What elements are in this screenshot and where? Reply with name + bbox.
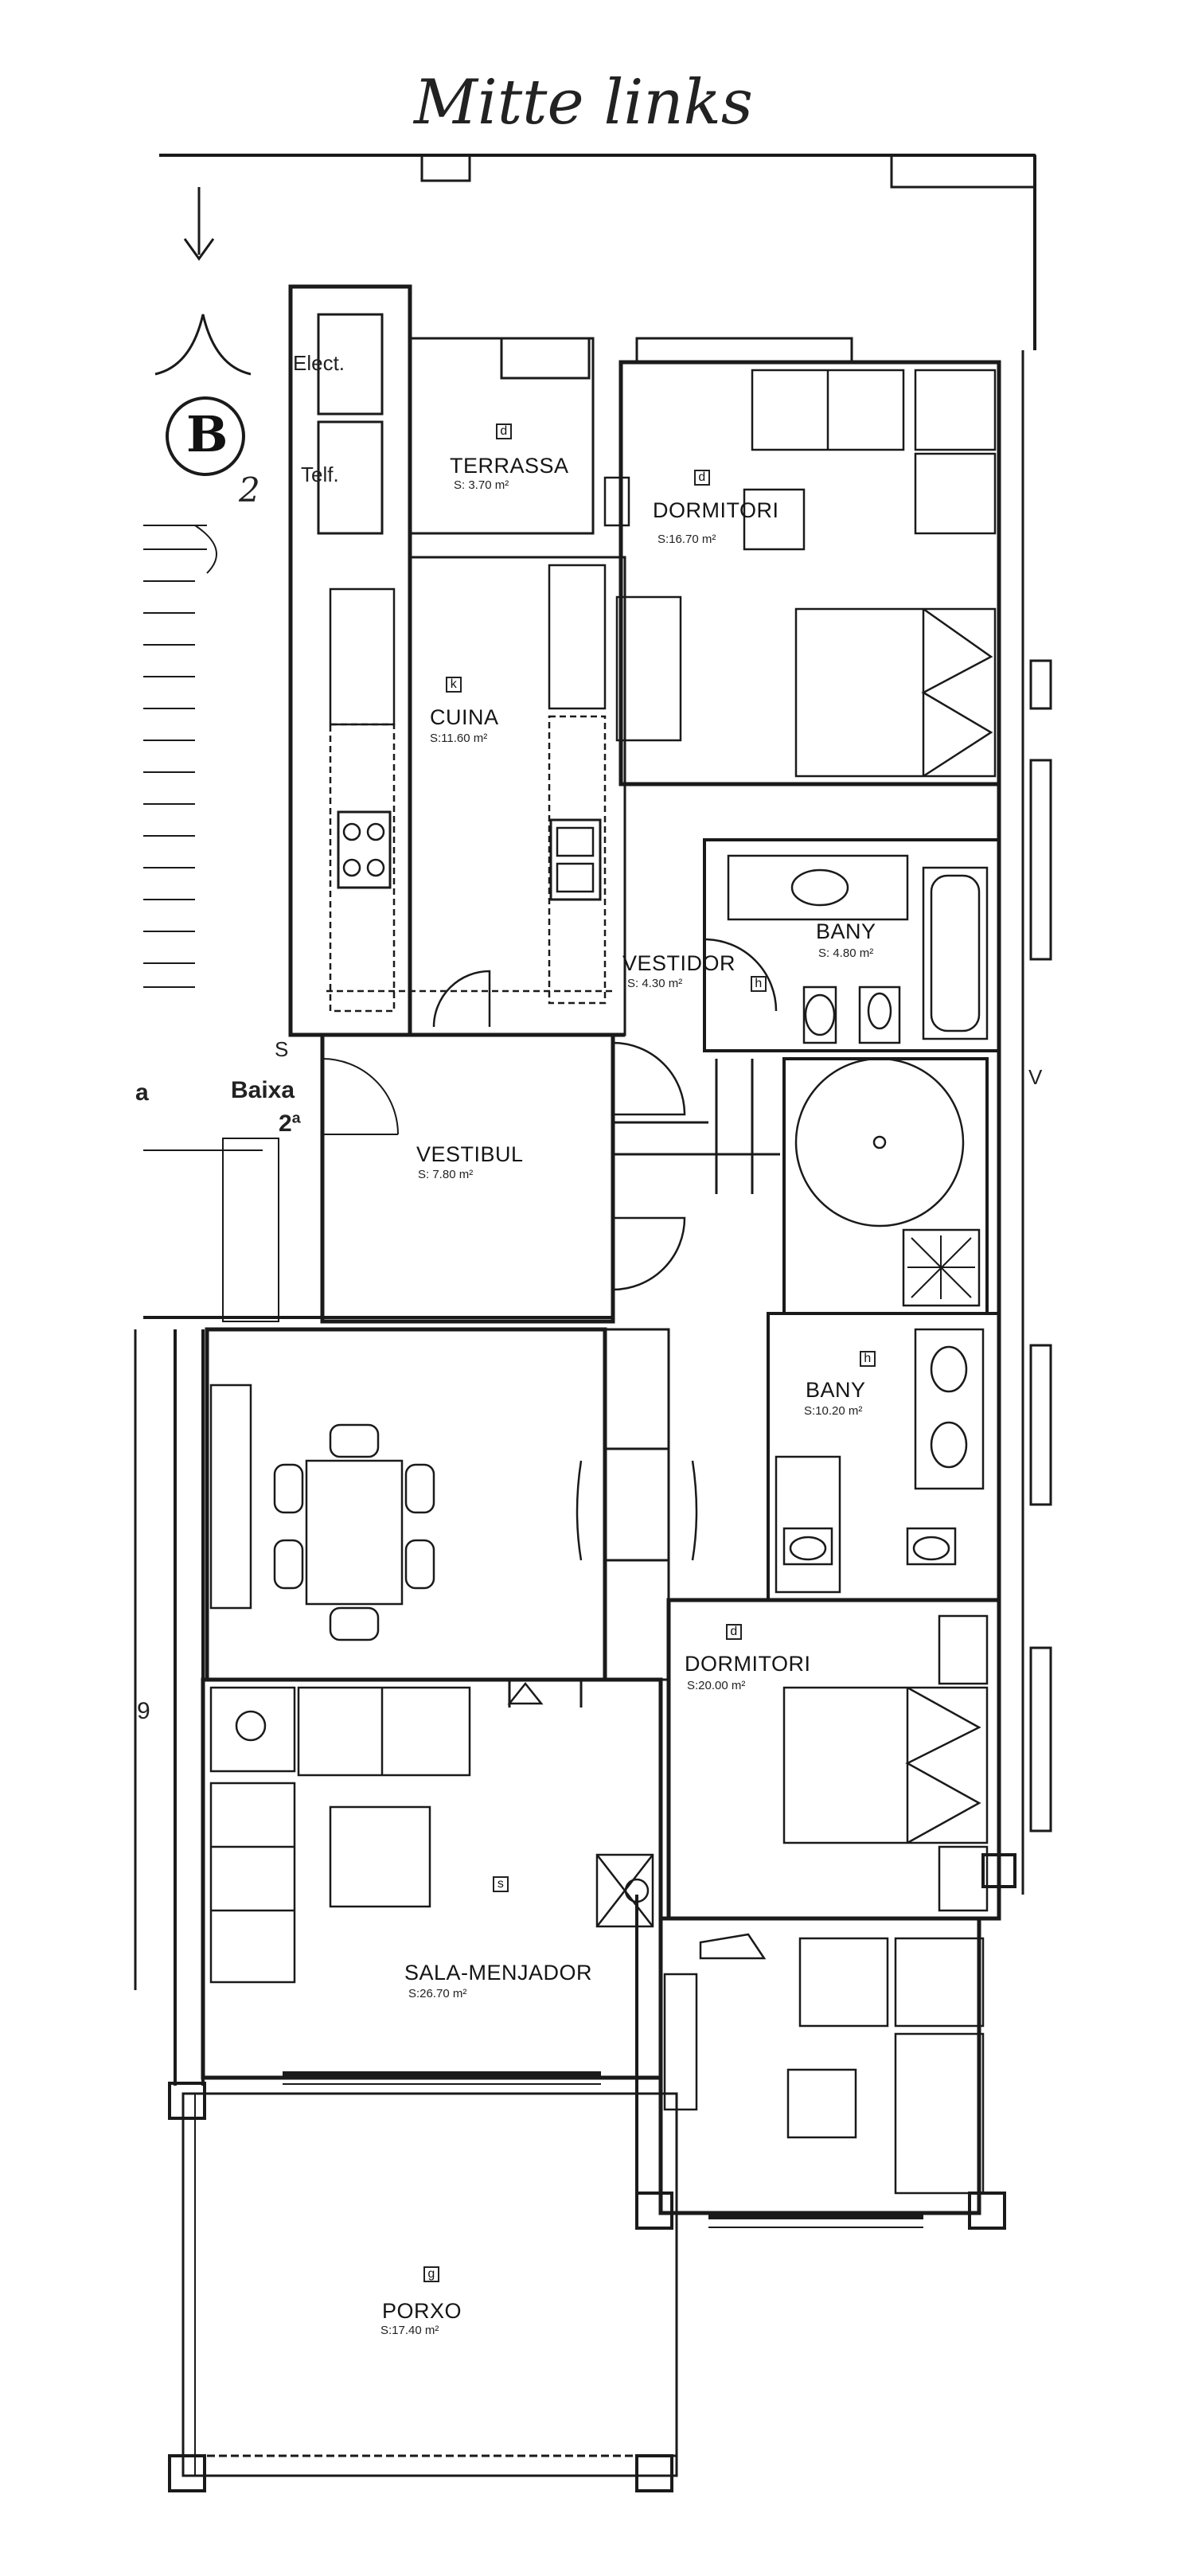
room-code-dormitori-1: d bbox=[694, 470, 710, 486]
study-furniture bbox=[663, 1937, 985, 2195]
room-name-bany-2: BANY bbox=[806, 1378, 866, 1402]
bedroom2-furniture bbox=[782, 1614, 989, 1912]
room-name-porxo: PORXO bbox=[382, 2299, 462, 2323]
elect-label: Elect. bbox=[293, 351, 345, 375]
living-furniture bbox=[209, 1681, 767, 1984]
bathroom1-fixtures bbox=[704, 854, 989, 1044]
stair-s-label: S bbox=[275, 1037, 289, 1061]
room-area-bany-1: S: 4.80 m² bbox=[818, 946, 874, 960]
block-marker-circle bbox=[166, 396, 245, 476]
room-area-dormitori-2: S:20.00 m² bbox=[687, 1679, 746, 1692]
stair-area bbox=[143, 187, 399, 1322]
kitchen-fixtures bbox=[326, 564, 613, 1028]
exterior-walls bbox=[134, 154, 1052, 2492]
room-name-dormitori-1: DORMITORI bbox=[653, 498, 779, 522]
room-code-vestidor: h bbox=[751, 976, 767, 992]
room-area-vestidor: S: 4.30 m² bbox=[627, 977, 683, 990]
room-area-bany-2: S:10.20 m² bbox=[804, 1404, 863, 1418]
dining-furniture bbox=[209, 1384, 698, 1641]
room-name-dormitori-2: DORMITORI bbox=[685, 1652, 811, 1676]
room-name-cuina: CUINA bbox=[430, 705, 499, 729]
room-area-sala-menjador: S:26.70 m² bbox=[408, 1987, 467, 2000]
room-area-terrassa: S: 3.70 m² bbox=[454, 478, 509, 492]
room-name-vestibul: VESTIBUL bbox=[416, 1142, 524, 1166]
edge-9-label: 9 bbox=[137, 1698, 150, 1724]
handwritten-title: Mitte links bbox=[414, 67, 753, 139]
edge-a-label: a bbox=[135, 1079, 149, 1106]
room-name-vestidor: VESTIDOR bbox=[622, 951, 736, 975]
level-label: 2ª bbox=[279, 1110, 301, 1137]
block-number: 2 bbox=[239, 470, 260, 509]
room-code-dormitori-2: d bbox=[726, 1624, 742, 1640]
room-area-cuina: S:11.60 m² bbox=[430, 732, 488, 745]
room-code-terrassa: d bbox=[496, 423, 512, 439]
room-name-sala-menjador: SALA-MENJADOR bbox=[404, 1961, 593, 1985]
baixa-label: Baixa bbox=[231, 1077, 295, 1103]
room-code-sala-menjador: s bbox=[493, 1876, 509, 1892]
shower-fixtures bbox=[612, 1041, 985, 1594]
block-marker: B bbox=[186, 405, 228, 463]
room-name-bany-1: BANY bbox=[816, 919, 876, 943]
edge-v-label: V bbox=[1028, 1065, 1043, 1089]
bedroom1-furniture bbox=[603, 369, 997, 778]
telf-label: Telf. bbox=[301, 463, 339, 486]
room-area-dormitori-1: S:16.70 m² bbox=[657, 533, 716, 546]
room-code-porxo: g bbox=[423, 2266, 439, 2282]
room-name-terrassa: TERRASSA bbox=[450, 454, 569, 478]
room-area-vestibul: S: 7.80 m² bbox=[418, 1168, 474, 1181]
room-code-cuina: k bbox=[446, 677, 462, 693]
room-area-porxo: S:17.40 m² bbox=[380, 2324, 439, 2337]
room-code-bany-2: h bbox=[860, 1351, 876, 1367]
